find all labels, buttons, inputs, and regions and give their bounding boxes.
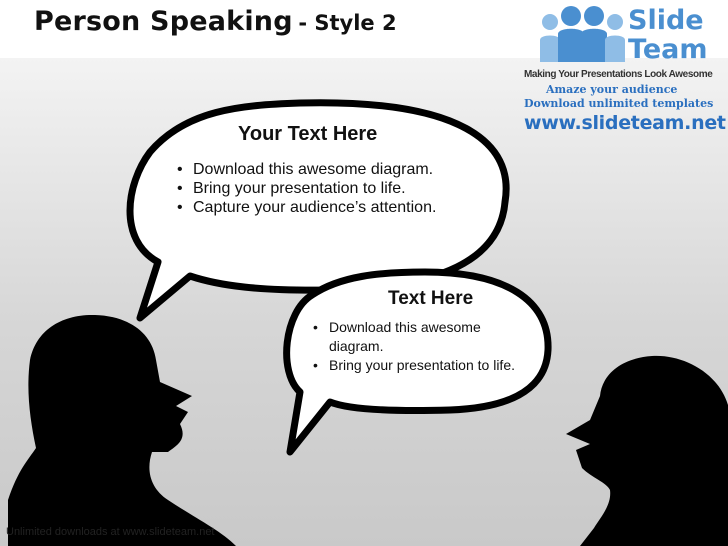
logo-url: www.slideteam.net [524,112,726,134]
slideteam-logo: Slide Team Making Your Presentations Loo… [520,0,728,140]
logo-tagline: Making Your Presentations Look Awesome [524,69,713,80]
list-item: Bring your presentation to life. [307,356,537,375]
list-item: Capture your audience’s attention. [171,198,453,217]
person-silhouette-right [566,355,728,546]
title-sub: - Style 2 [298,11,397,35]
title-main: Person Speaking [34,6,293,37]
logo-promo-line1: Amaze your audience [546,83,678,96]
logo-word-bottom: Team [628,34,708,65]
bubble-left-list: Download this awesome diagram. Bring you… [171,160,453,217]
bubble-right-heading: Text Here [388,288,474,309]
list-item: Download this awesome diagram. [307,318,537,356]
bubble-right-list: Download this awesome diagram. Bring you… [307,318,537,375]
footer-credit: Unlimited downloads at www.slideteam.net [6,526,215,538]
list-item: Download this awesome diagram. [171,160,453,179]
list-item: Bring your presentation to life. [171,179,453,198]
logo-word-top: Slide [628,5,704,36]
logo-people-icon [540,6,625,62]
logo-promo-line2: Download unlimited templates [524,97,714,110]
person-silhouette-left [8,314,236,546]
title-bar: Person Speaking - Style 2 [0,0,728,58]
page-title: Person Speaking - Style 2 [34,6,397,37]
bubble-left-heading: Your Text Here [238,123,378,145]
